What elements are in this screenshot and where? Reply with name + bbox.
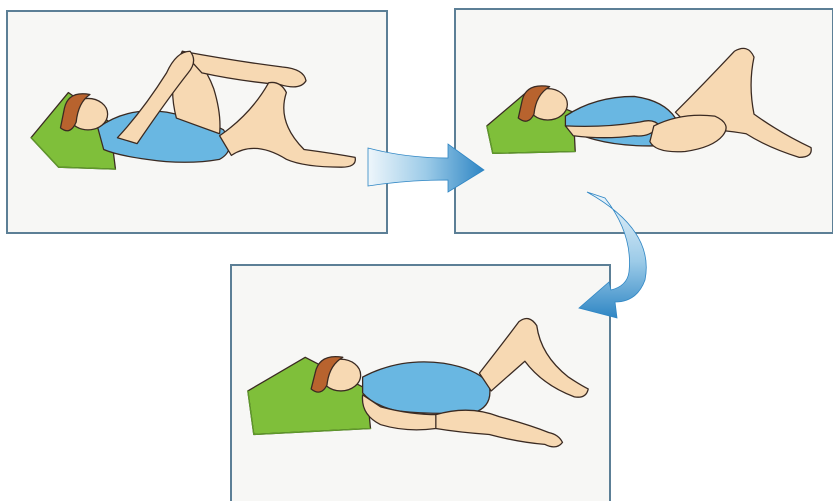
curved-arrow-icon — [575, 190, 665, 330]
rotated-leg — [436, 410, 563, 447]
step-1-illustration — [8, 12, 386, 232]
arrow-right-icon — [366, 140, 486, 196]
step-3-panel — [230, 264, 611, 501]
step-1-panel — [6, 10, 388, 234]
swimsuit — [363, 362, 490, 414]
second-leg — [220, 82, 356, 167]
bent-leg — [479, 318, 588, 397]
step-3-illustration — [232, 266, 609, 501]
